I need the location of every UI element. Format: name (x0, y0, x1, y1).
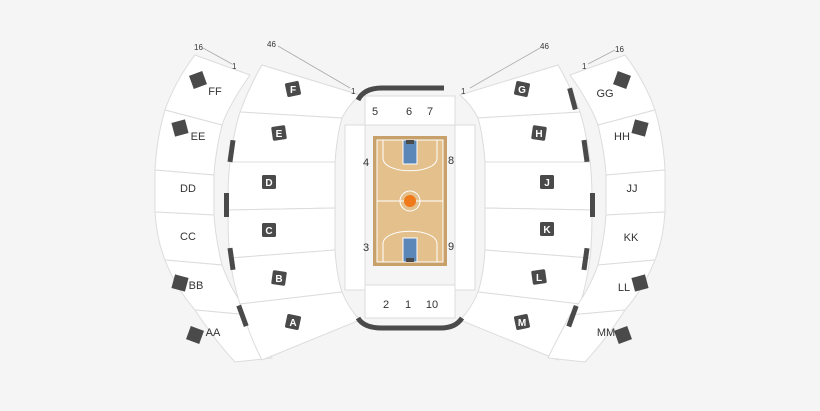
section-label-j: J (544, 178, 550, 189)
section-label-ll: LL (618, 282, 630, 294)
section-label-e: E (276, 129, 283, 140)
marker-ll (631, 274, 649, 292)
section-label-aa: AA (206, 327, 221, 339)
section-label-mm: MM (597, 327, 615, 339)
section-label-gg: GG (596, 88, 613, 100)
marker-aa (186, 326, 204, 344)
row-label-lower-left-last: 1 (351, 87, 356, 96)
marker-m (513, 313, 531, 331)
section-a[interactable] (239, 291, 361, 361)
floor-label-4: 4 (363, 157, 369, 169)
section-label-m: M (518, 318, 526, 329)
marker-a (284, 313, 302, 331)
marker-k (540, 222, 554, 236)
marker-c (262, 223, 276, 237)
section-label-f: F (290, 85, 296, 96)
right-upper-bowl (547, 54, 666, 363)
floor-label-3: 3 (363, 242, 369, 254)
row-label-upper-left-last: 1 (232, 62, 237, 71)
floor-label-10: 10 (426, 299, 438, 311)
floor-label-5: 5 (372, 106, 378, 118)
row-label-upper-left-first: 16 (194, 43, 203, 52)
floor-labels: 5 6 7 4 3 8 9 2 1 10 (363, 106, 454, 311)
section-label-ee: EE (191, 131, 206, 143)
row-label-upper-right-last: 16 (615, 45, 624, 54)
marker-j (540, 175, 554, 189)
row-label-lower-right-first: 1 (461, 87, 466, 96)
marker-b (271, 270, 287, 286)
marker-l (531, 269, 547, 285)
section-label-g: G (518, 85, 526, 96)
section-labels: FF EE DD CC BB AA GG HH JJ KK LL MM F E D C B A G H J K L M (171, 71, 649, 344)
section-k[interactable] (484, 207, 593, 259)
section-label-bb: BB (189, 280, 204, 292)
bottom-end-bracket (355, 316, 465, 331)
row-indicators (202, 45, 616, 89)
section-label-h: H (535, 129, 542, 140)
marker-h (531, 125, 547, 141)
floor-left[interactable] (344, 124, 366, 291)
row-label-upper-right-first: 1 (582, 62, 587, 71)
floor-label-9: 9 (448, 241, 454, 253)
top-end-bracket (355, 85, 444, 102)
floor-label-7: 7 (427, 106, 433, 118)
section-label-hh: HH (614, 131, 630, 143)
section-label-l: L (536, 273, 542, 284)
marker-mm (614, 326, 632, 344)
row-label-lower-left-first: 46 (267, 40, 276, 49)
section-label-k: K (543, 225, 551, 236)
floor-bottom[interactable] (364, 284, 456, 319)
marker-hh (631, 119, 649, 137)
marker-ff (189, 71, 207, 89)
section-mm[interactable] (547, 309, 626, 363)
basketball-icon (404, 195, 416, 207)
accent-bars (224, 87, 595, 328)
basketball-court (373, 136, 447, 266)
section-label-jj: JJ (627, 183, 638, 195)
marker-e (271, 125, 287, 141)
marker-d (262, 175, 276, 189)
marker-bb (171, 274, 189, 292)
marker-ee (171, 119, 189, 137)
section-label-dd: DD (180, 183, 196, 195)
floor-label-6: 6 (406, 106, 412, 118)
section-c[interactable] (227, 207, 336, 259)
floor-sections (344, 95, 476, 319)
section-label-ff: FF (208, 86, 222, 98)
floor-label-2: 2 (383, 299, 389, 311)
section-label-cc: CC (180, 231, 196, 243)
marker-g (513, 80, 531, 98)
section-label-b: B (275, 274, 282, 285)
section-label-kk: KK (624, 232, 639, 244)
section-label-a: A (289, 318, 296, 329)
floor-label-8: 8 (448, 155, 454, 167)
section-label-c: C (265, 226, 272, 237)
floor-right[interactable] (454, 124, 476, 291)
row-label-lower-right-last: 46 (540, 42, 549, 51)
section-d[interactable] (227, 161, 336, 211)
marker-f (284, 80, 302, 98)
marker-gg (613, 71, 631, 89)
section-j[interactable] (484, 161, 593, 211)
section-label-d: D (265, 178, 272, 189)
floor-label-1: 1 (405, 299, 411, 311)
